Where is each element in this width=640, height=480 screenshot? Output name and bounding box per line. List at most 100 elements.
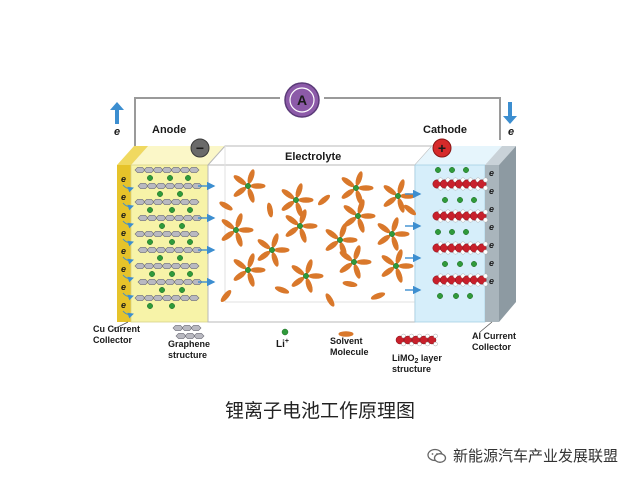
electron-symbol: e — [121, 192, 126, 202]
li-ion — [337, 237, 343, 243]
li-ion — [437, 293, 443, 299]
solvated-li-ion — [381, 249, 414, 283]
electrolyte-label: Electrolyte — [285, 151, 341, 163]
legend-solvent-line2: Molecule — [330, 347, 369, 357]
graphene-layer — [134, 295, 200, 301]
li-ion — [147, 303, 153, 309]
legend-limo2-line1: LiMO2 layer — [392, 353, 442, 365]
graphene-layer — [134, 231, 200, 237]
solvated-li-ion — [221, 213, 254, 247]
diagram-caption: 锂离子电池工作原理图 — [224, 400, 415, 422]
solvated-li-ion — [343, 199, 376, 233]
circuit-wire — [134, 97, 501, 150]
watermark: 新能源汽车产业发展联盟 — [427, 445, 618, 466]
svg-text:+: + — [438, 140, 446, 156]
li-ion — [179, 223, 185, 229]
solvent-molecule — [274, 286, 290, 294]
electron-arrow-right: e — [503, 102, 517, 138]
li-ion — [157, 255, 163, 261]
li-ion — [245, 183, 251, 189]
minus-terminal: − — [190, 138, 210, 158]
li-ion — [395, 193, 401, 199]
li-ion — [159, 223, 165, 229]
graphene-layer — [134, 199, 200, 205]
solvated-li-ion — [377, 217, 410, 251]
electron-symbol: e — [121, 300, 126, 310]
legend-solvent-line1: Solvent — [330, 336, 363, 346]
graphene-legend-icon — [175, 333, 205, 339]
legend-li: Li+ — [276, 338, 289, 350]
solvent-molecules — [219, 169, 417, 307]
li-ion — [389, 231, 395, 237]
li-ion — [463, 167, 469, 173]
electron-symbol: e — [121, 246, 126, 256]
li-ion — [169, 207, 175, 213]
svg-text:−: − — [196, 140, 204, 156]
li-ion — [147, 239, 153, 245]
li-ion — [442, 261, 448, 267]
electron-flow-arrow — [122, 274, 134, 283]
li-ion — [269, 247, 275, 253]
li-ion — [185, 175, 191, 181]
electron-flow-arrow — [122, 310, 134, 319]
graphene-layer — [134, 263, 200, 269]
solvated-li-ion — [257, 233, 290, 267]
legend-limo2-line2: structure — [392, 364, 431, 374]
solvent-molecule — [403, 204, 417, 216]
graphene-layer — [137, 215, 203, 221]
graphene-legend-icon — [172, 325, 202, 331]
solvated-li-ion — [325, 223, 358, 257]
graphene-layer — [137, 183, 203, 189]
li-ion — [177, 191, 183, 197]
solvent-molecule — [317, 194, 331, 206]
li-ion — [355, 213, 361, 219]
svg-text:e: e — [114, 126, 120, 138]
li-ion — [471, 261, 477, 267]
electron-flow-arrow — [122, 238, 134, 247]
solvated-li-ion — [281, 183, 314, 217]
legend-icons — [111, 321, 493, 347]
electron-flow-arrow — [122, 292, 134, 301]
li-ion — [471, 197, 477, 203]
plus-terminal: + — [432, 138, 452, 158]
ion-flow-arrows — [198, 181, 422, 295]
legend-al-line1: Al Current — [472, 331, 516, 341]
li-ion — [147, 175, 153, 181]
limo2-layer — [432, 273, 488, 287]
li-ion — [449, 167, 455, 173]
li-ion — [449, 229, 455, 235]
li-ion — [149, 271, 155, 277]
watermark-text: 新能源汽车产业发展联盟 — [452, 447, 618, 465]
li-ion — [159, 287, 165, 293]
solvated-li-ion — [285, 209, 318, 243]
li-ion — [157, 191, 163, 197]
electron-arrow-left: e — [110, 102, 124, 138]
solvated-li-ion — [233, 253, 266, 287]
electron-symbol: e — [121, 174, 126, 184]
li-ion — [167, 175, 173, 181]
al-collector-pointer — [479, 321, 493, 333]
li-ion — [463, 229, 469, 235]
li-ion — [467, 293, 473, 299]
electron-flow-arrow — [122, 256, 134, 265]
li-ion — [453, 293, 459, 299]
li-ion — [297, 223, 303, 229]
electron-symbol: e — [489, 168, 494, 178]
graphene-layer — [137, 279, 203, 285]
li-ion — [435, 229, 441, 235]
electron-symbol: e — [489, 204, 494, 214]
li-ion — [169, 239, 175, 245]
graphene-layer — [137, 247, 203, 253]
solvent-molecule — [342, 280, 358, 288]
solvated-li-ion — [233, 169, 266, 203]
legend-cu-line2: Collector — [93, 335, 133, 345]
li-ion — [303, 273, 309, 279]
electron-symbol: e — [489, 240, 494, 250]
li-ion — [457, 261, 463, 267]
solvent-molecule — [266, 202, 274, 218]
graphene-layers — [134, 167, 203, 301]
anode-label: Anode — [152, 124, 186, 136]
li-ion — [169, 303, 175, 309]
li-ion-legend-icon — [281, 328, 289, 336]
